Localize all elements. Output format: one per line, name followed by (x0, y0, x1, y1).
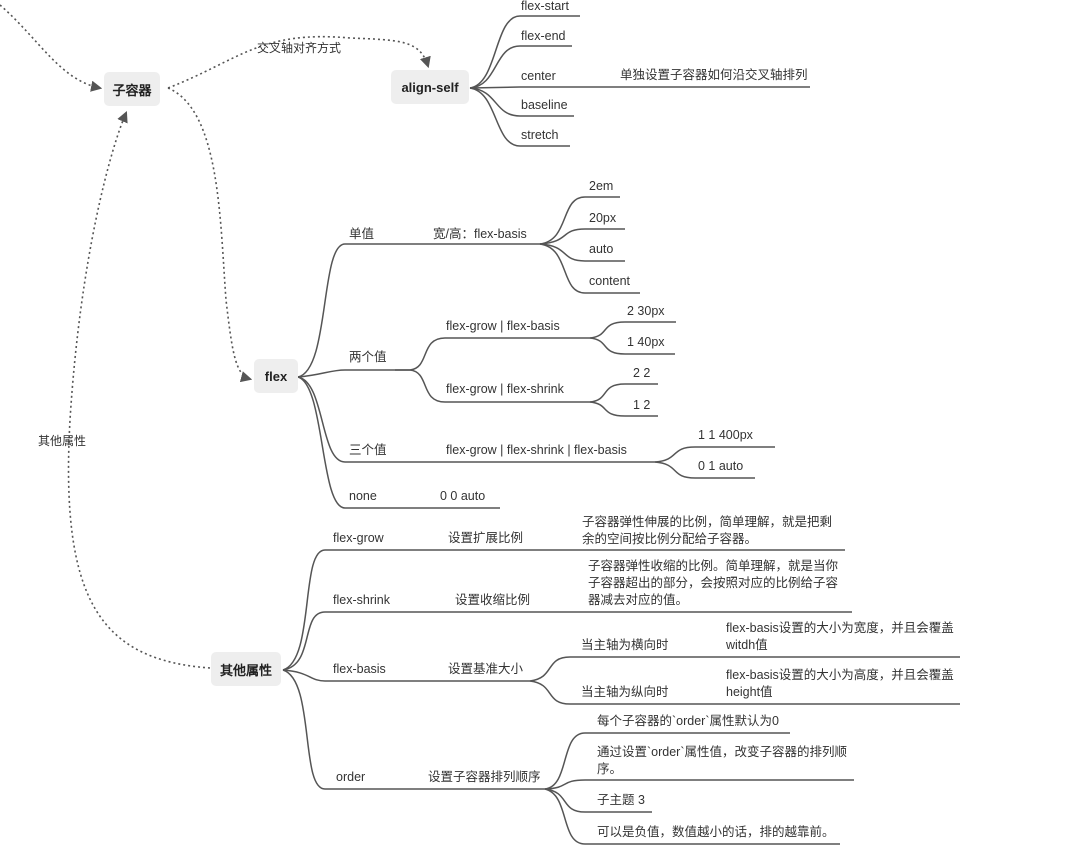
flex-three-label[interactable]: 三个值 (349, 443, 387, 457)
flex-none-desc[interactable]: 0 0 auto (440, 489, 486, 503)
other-properties-node[interactable]: 其他属性 (211, 652, 281, 686)
align-self-node[interactable]: align-self (391, 70, 469, 104)
other-to-child-link (67, 110, 211, 669)
other-grow-name[interactable]: flex-grow (333, 531, 384, 545)
child-to-flex-link (167, 87, 253, 383)
align-self-baseline[interactable]: baseline (521, 98, 568, 112)
other-basis-vertical-desc[interactable]: flex-basis设置的大小为高度，并且会覆盖height值 (726, 668, 954, 699)
other-grow-desc[interactable]: 子容器弹性伸展的比例，简单理解，就是把剩余的空间按比例分配给子容器。 (582, 515, 833, 546)
other-order-name[interactable]: order (336, 770, 366, 784)
other-order-item[interactable]: 每个子容器的`order`属性默认为0 (597, 714, 779, 728)
child-container-node[interactable]: 子容器 (104, 72, 160, 106)
align-self-center-note[interactable]: 单独设置子容器如何沿交叉轴排列 (620, 68, 808, 82)
other-props-link-label: 其他属性 (38, 434, 87, 448)
other-order-item[interactable]: 可以是负值，数值越小的话，排的越靠前。 (597, 825, 835, 839)
flex-grow-basis[interactable]: flex-grow | flex-basis (446, 319, 560, 333)
flex-three-desc[interactable]: flex-grow | flex-shrink | flex-basis (446, 443, 627, 457)
other-basis-vertical[interactable]: 当主轴为纵向时 (581, 685, 669, 699)
other-basis-horizontal-desc[interactable]: flex-basis设置的大小为宽度，并且会覆盖witdh值 (726, 621, 954, 652)
flex-single-desc[interactable]: 宽/高：flex-basis (433, 227, 527, 241)
other-order-item[interactable]: 子主题 3 (597, 793, 645, 807)
cross-axis-link-label: 交叉轴对齐方式 (257, 41, 342, 55)
child-to-align-self-link (167, 35, 431, 89)
flex-node[interactable]: flex (254, 359, 298, 393)
other-basis-horizontal[interactable]: 当主轴为横向时 (581, 638, 669, 652)
flex-two-label[interactable]: 两个值 (349, 350, 387, 364)
align-self-stretch[interactable]: stretch (521, 128, 559, 142)
other-order-item[interactable]: 通过设置`order`属性值，改变子容器的排列顺序。 (597, 745, 848, 776)
align-self-flex-start[interactable]: flex-start (521, 0, 569, 13)
other-grow-title[interactable]: 设置扩展比例 (448, 531, 524, 545)
other-shrink-desc[interactable]: 子容器弹性收缩的比例。简单理解，就是当你子容器超出的部分，会按照对应的比例给子容… (588, 559, 839, 607)
other-shrink-name[interactable]: flex-shrink (333, 593, 390, 607)
other-shrink-title[interactable]: 设置收缩比例 (455, 593, 531, 607)
flex-single-label[interactable]: 单值 (349, 227, 375, 241)
flex-grow-basis-value[interactable]: 1 40px (627, 335, 665, 349)
flex-grow-shrink-value[interactable]: 2 2 (633, 366, 651, 380)
flex-single-value[interactable]: auto (589, 242, 614, 256)
flex-single-value[interactable]: content (589, 274, 631, 288)
other-basis-title[interactable]: 设置基准大小 (448, 662, 524, 676)
flex-single-value[interactable]: 2em (589, 179, 614, 193)
flex-single-value[interactable]: 20px (589, 211, 617, 225)
flex-none-label[interactable]: none (349, 489, 377, 503)
flex-three-value[interactable]: 1 1 400px (698, 428, 753, 442)
align-self-center[interactable]: center (521, 69, 556, 83)
incoming-dashed-link (0, 4, 103, 92)
flex-grow-shrink[interactable]: flex-grow | flex-shrink (446, 382, 564, 396)
flex-grow-shrink-value[interactable]: 1 2 (633, 398, 651, 412)
other-order-title[interactable]: 设置子容器排列顺序 (428, 770, 541, 784)
align-self-flex-end[interactable]: flex-end (521, 29, 566, 43)
other-basis-name[interactable]: flex-basis (333, 662, 386, 676)
flex-three-value[interactable]: 0 1 auto (698, 459, 744, 473)
flex-grow-basis-value[interactable]: 2 30px (627, 304, 665, 318)
